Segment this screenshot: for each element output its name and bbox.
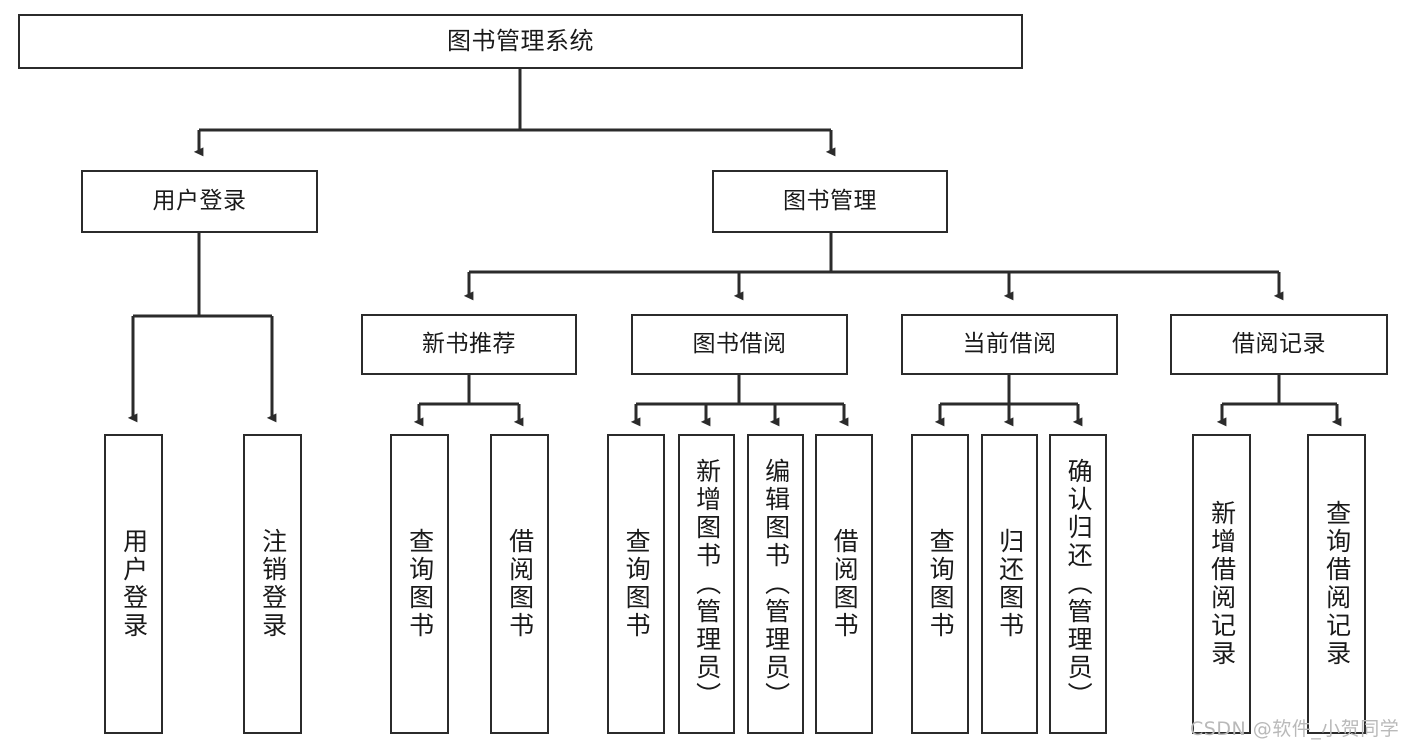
- node-leaf-borrow-book-2-label: 借阅图书: [830, 528, 860, 640]
- node-leaf-add-record[interactable]: 新增借阅记录: [1192, 434, 1251, 734]
- node-leaf-query-record[interactable]: 查询借阅记录: [1307, 434, 1366, 734]
- node-leaf-borrow-book-2[interactable]: 借阅图书: [815, 434, 873, 734]
- node-root-label: 图书管理系统: [447, 27, 594, 56]
- node-leaf-edit-book-label: 编辑图书（管理员）: [761, 458, 791, 710]
- node-book-borrow[interactable]: 图书借阅: [631, 314, 848, 375]
- node-leaf-query-book-2[interactable]: 查询图书: [607, 434, 665, 734]
- node-leaf-add-record-label: 新增借阅记录: [1207, 500, 1237, 668]
- node-user-login[interactable]: 用户登录: [81, 170, 318, 233]
- node-leaf-return-book[interactable]: 归还图书: [981, 434, 1038, 734]
- node-leaf-query-book-1-label: 查询图书: [405, 528, 435, 640]
- node-book-manage[interactable]: 图书管理: [712, 170, 948, 233]
- node-leaf-user-login-label: 用户登录: [119, 528, 149, 640]
- node-leaf-edit-book[interactable]: 编辑图书（管理员）: [747, 434, 804, 734]
- node-leaf-confirm-return[interactable]: 确认归还（管理员）: [1049, 434, 1107, 734]
- node-root[interactable]: 图书管理系统: [18, 14, 1023, 69]
- node-leaf-borrow-book-1-label: 借阅图书: [505, 528, 535, 640]
- node-user-login-label: 用户登录: [152, 187, 247, 214]
- node-book-borrow-label: 图书借阅: [692, 330, 787, 357]
- node-leaf-logout-login[interactable]: 注销登录: [243, 434, 302, 734]
- node-leaf-add-book-label: 新增图书（管理员）: [692, 458, 722, 710]
- node-borrow-record-label: 借阅记录: [1232, 330, 1326, 357]
- node-new-book-recommend[interactable]: 新书推荐: [361, 314, 577, 375]
- node-leaf-query-book-3[interactable]: 查询图书: [911, 434, 969, 734]
- node-leaf-query-book-2-label: 查询图书: [622, 528, 652, 640]
- csdn-watermark: CSDN @软件_小贺同学: [1190, 718, 1400, 740]
- node-leaf-return-book-label: 归还图书: [995, 528, 1025, 640]
- node-leaf-logout-login-label: 注销登录: [258, 528, 288, 640]
- node-leaf-query-book-1[interactable]: 查询图书: [390, 434, 449, 734]
- node-leaf-borrow-book-1[interactable]: 借阅图书: [490, 434, 549, 734]
- node-leaf-confirm-return-label: 确认归还（管理员）: [1064, 458, 1094, 710]
- node-current-borrow[interactable]: 当前借阅: [901, 314, 1118, 375]
- node-leaf-user-login[interactable]: 用户登录: [104, 434, 163, 734]
- node-book-manage-label: 图书管理: [783, 187, 877, 214]
- node-leaf-query-book-3-label: 查询图书: [926, 528, 956, 640]
- node-leaf-add-book[interactable]: 新增图书（管理员）: [678, 434, 735, 734]
- node-leaf-query-record-label: 查询借阅记录: [1322, 500, 1352, 668]
- node-borrow-record[interactable]: 借阅记录: [1170, 314, 1388, 375]
- node-new-book-recommend-label: 新书推荐: [422, 330, 516, 357]
- node-current-borrow-label: 当前借阅: [962, 330, 1057, 357]
